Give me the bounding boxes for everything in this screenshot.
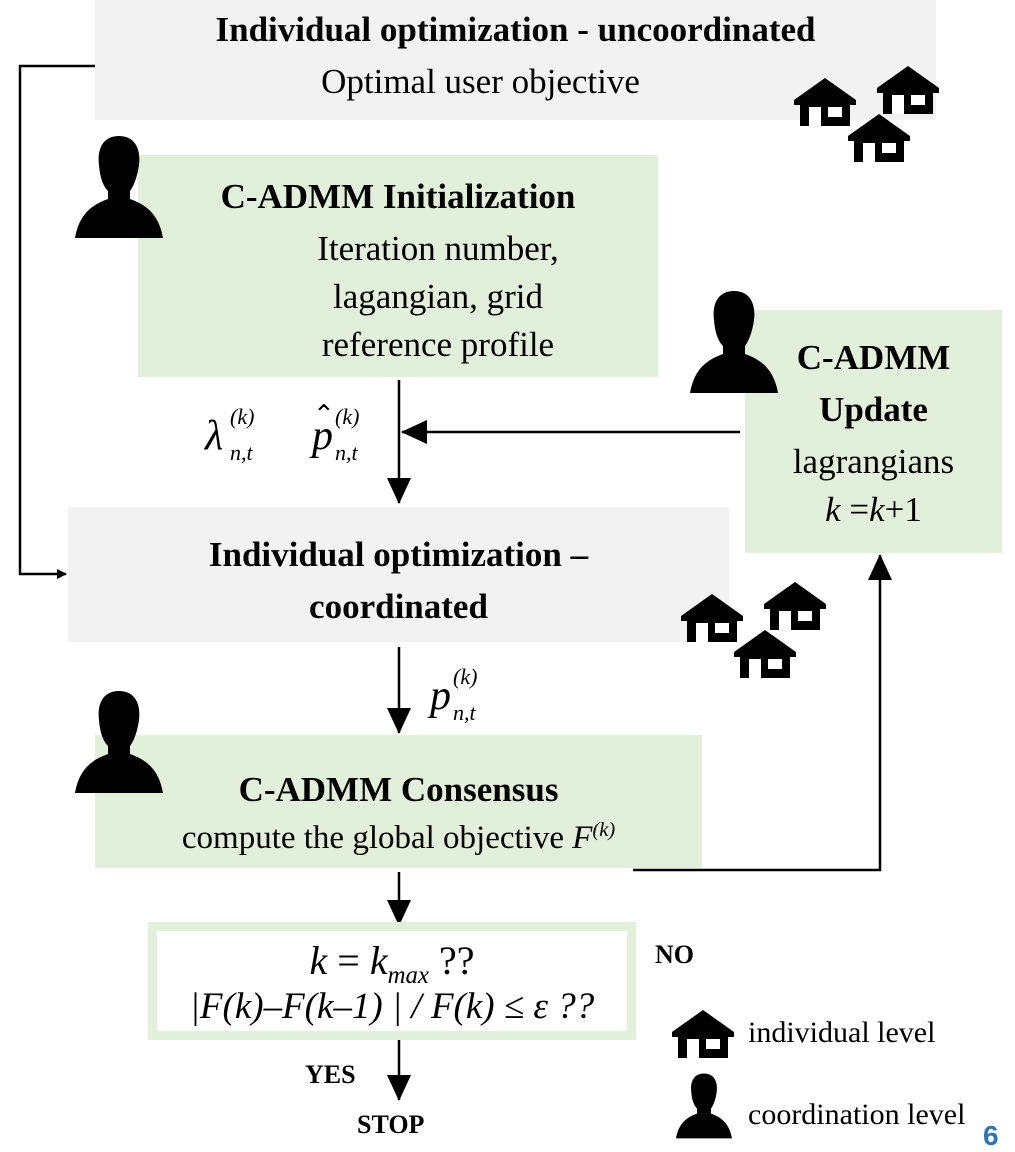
initialization-line-3: reference profile — [321, 325, 555, 364]
no-label: NO — [655, 940, 694, 969]
person-icon — [690, 291, 778, 393]
update-title-1: C-ADMM — [796, 338, 951, 377]
house-icon — [794, 78, 856, 126]
house-icon — [672, 1010, 734, 1058]
criterion-q: ?? — [428, 938, 475, 983]
house-icon — [764, 582, 826, 630]
consensus-line: compute the global objective F(k) — [95, 819, 702, 857]
update-title-2: Update — [819, 390, 928, 429]
lambda-sub: n,t — [230, 440, 253, 465]
consensus-text: compute the global objective — [181, 820, 573, 856]
coordinated-optimization-box: Individual optimization – coordinated — [68, 507, 729, 642]
p-hat-glyph: p — [312, 413, 333, 459]
house-icon — [734, 630, 796, 678]
stopping-criterion-box: k = kmax ?? |F(k)–F(k–1) | / F(k) ≤ ε ?? — [148, 922, 636, 1040]
bypass-connector — [18, 64, 95, 579]
initialization-title: C-ADMM Initialization — [220, 177, 576, 216]
update-formula-plus: +1 — [884, 490, 922, 529]
lambda-glyph: λ — [205, 413, 224, 459]
p-symbol: p — [430, 672, 451, 720]
house-icon — [848, 114, 910, 162]
admm-update-box: C-ADMM Update lagrangians k =k+1 — [745, 310, 1002, 553]
update-formula: k =k+1 — [745, 490, 1002, 530]
person-icon — [75, 691, 163, 793]
update-line: lagrangians — [792, 442, 955, 481]
update-formula-k2: k — [869, 490, 885, 529]
person-icon — [75, 136, 163, 238]
stop-label: STOP — [357, 1110, 425, 1139]
coordinated-title-1: Individual optimization – — [208, 535, 589, 574]
house-icon — [877, 66, 939, 114]
consensus-title: C-ADMM Consensus — [238, 770, 559, 809]
update-formula-k: k — [825, 490, 841, 529]
criterion-kmax-sub: max — [387, 962, 429, 989]
page-number: 6 — [983, 1120, 999, 1151]
yes-label: YES — [305, 1060, 356, 1089]
uncoordinated-subtitle: Optimal user objective — [321, 62, 640, 101]
p-glyph: p — [430, 673, 451, 719]
update-formula-eq: = — [840, 490, 870, 529]
legend-coordination-label: coordination level — [748, 1098, 966, 1131]
coordinated-title-2: coordinated — [309, 587, 488, 626]
house-icon — [681, 594, 743, 642]
p-hat-sup: (k) — [335, 404, 360, 429]
p-hat-symbol: p — [312, 412, 333, 460]
no-branch-arrow — [633, 554, 892, 872]
consensus-F: F — [572, 820, 593, 856]
criterion-line-1: k = kmax ?? — [157, 937, 627, 990]
p-hat-accent: ⌃ — [313, 400, 335, 429]
lambda-sup: (k) — [230, 404, 255, 429]
criterion-line-2: |F(k)–F(k–1) | / F(k) ≤ ε ?? — [189, 986, 595, 1027]
uncoordinated-title: Individual optimization - uncoordinated — [215, 10, 816, 49]
initialization-line-2: lagangian, grid — [333, 277, 543, 316]
p-sub: n,t — [453, 700, 476, 725]
admm-initialization-box: C-ADMM Initialization Iteration number, … — [138, 155, 658, 377]
person-icon — [676, 1073, 732, 1139]
initialization-line-1: Iteration number, — [317, 229, 559, 268]
p-hat-sub: n,t — [335, 440, 358, 465]
legend-individual-label: individual level — [748, 1016, 936, 1049]
p-sup: (k) — [453, 664, 478, 689]
consensus-F-sup: (k) — [592, 819, 616, 841]
criterion-k: k — [309, 938, 328, 983]
lambda-symbol: λ — [205, 412, 223, 460]
criterion-eq: = — [327, 938, 370, 983]
admm-consensus-box: C-ADMM Consensus compute the global obje… — [95, 735, 702, 868]
criterion-kmax: k — [369, 938, 388, 983]
